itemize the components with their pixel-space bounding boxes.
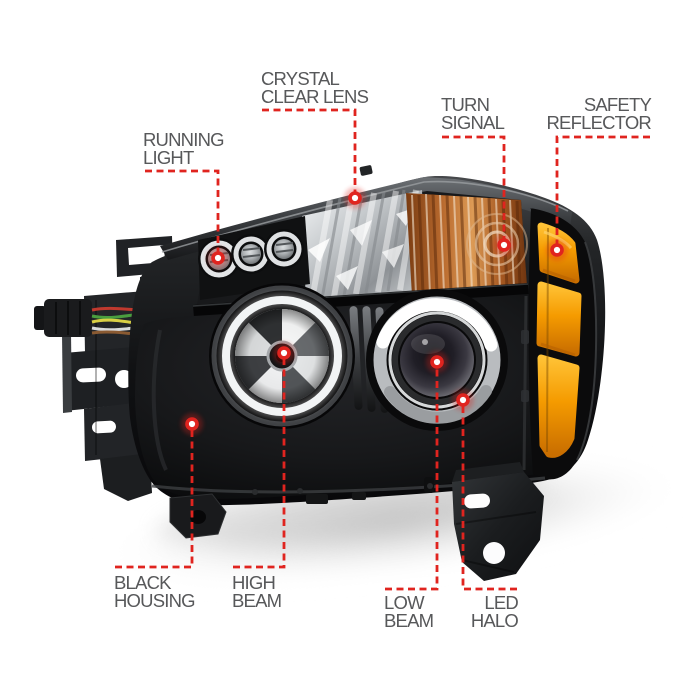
label-running-light: RUNNING LIGHT bbox=[143, 129, 225, 168]
callout-lines bbox=[115, 108, 650, 591]
lower-mounting-bracket bbox=[452, 462, 544, 581]
callout-line-crystal-lens bbox=[262, 108, 357, 198]
label-turn-signal: TURN SIGNAL bbox=[441, 94, 505, 133]
callout-line-running-light bbox=[145, 169, 220, 258]
callout-dot-high-beam bbox=[273, 342, 295, 364]
callout-dots bbox=[181, 187, 568, 435]
amber-side-reflector bbox=[521, 208, 598, 480]
callout-line-black-housing bbox=[115, 424, 194, 569]
callout-line-safety-reflector bbox=[555, 135, 650, 250]
label-black-housing: BLACK HOUSING bbox=[114, 572, 196, 611]
callout-line-low-beam bbox=[385, 362, 439, 591]
label-high-beam: HIGH BEAM bbox=[232, 572, 282, 611]
callout-dot-led-halo bbox=[452, 389, 474, 411]
label-safety-reflector: SAFETY REFLECTOR bbox=[546, 94, 651, 133]
lens-band bbox=[197, 189, 528, 305]
label-crystal-clear-lens: CRYSTAL CLEAR LENS bbox=[261, 68, 369, 107]
callout-line-high-beam bbox=[233, 353, 286, 569]
callout-dot-black-housing bbox=[181, 413, 203, 435]
label-led-halo: LED HALO bbox=[470, 592, 519, 631]
callout-dot-low-beam bbox=[426, 351, 448, 373]
mounting-feet bbox=[151, 462, 546, 581]
callout-dot-crystal-lens bbox=[344, 187, 366, 209]
running-light-3 bbox=[264, 229, 304, 269]
turn-signal-reflector bbox=[406, 193, 528, 296]
crystal-clear-lens bbox=[302, 189, 426, 302]
callout-dot-turn-signal bbox=[493, 234, 515, 256]
label-low-beam: LOW BEAM bbox=[384, 592, 434, 631]
callout-line-led-halo bbox=[461, 400, 517, 591]
callout-dot-safety-reflector bbox=[546, 239, 568, 261]
wire-connector bbox=[34, 299, 92, 337]
callout-line-turn-signal bbox=[442, 135, 506, 245]
callout-dot-running-light bbox=[207, 247, 229, 269]
